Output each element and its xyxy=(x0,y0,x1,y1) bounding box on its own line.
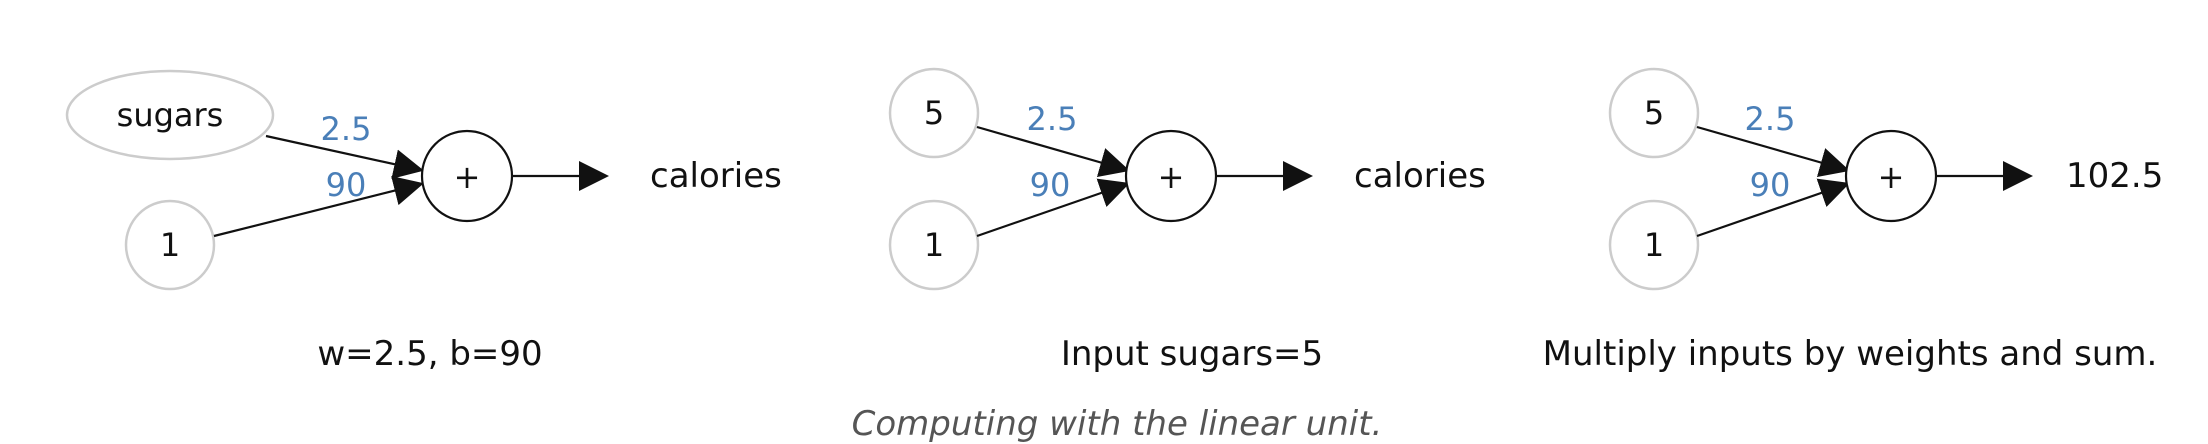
input-node-sugars-label: 5 xyxy=(924,94,944,132)
panel-1: sugars 1 2.5 90 + calories xyxy=(65,69,782,291)
panel-2: 5 1 2.5 90 + calories xyxy=(888,67,1486,291)
panel-1-caption: w=2.5, b=90 xyxy=(317,334,543,374)
weight-edge-top xyxy=(976,125,1130,177)
panel-3: 5 1 2.5 90 + 102.5 xyxy=(1608,67,2163,291)
bias-input-node-label: 1 xyxy=(160,226,180,264)
weight-label-bottom: 90 xyxy=(326,166,367,204)
bias-input-node xyxy=(1608,199,1700,291)
input-node-sugars-label: sugars xyxy=(117,96,224,134)
weight-label-top: 2.5 xyxy=(1027,100,1078,138)
input-node-sugars xyxy=(888,67,980,159)
output-label: calories xyxy=(650,156,782,196)
weight-edge-bottom xyxy=(213,176,424,238)
weight-edge-top xyxy=(265,134,424,179)
panel-3-caption: Multiply inputs by weights and sum. xyxy=(1542,334,2158,374)
figure-caption: Computing with the linear unit. xyxy=(851,404,1383,444)
bias-input-node-label: 1 xyxy=(924,226,944,264)
input-node-sugars xyxy=(65,69,275,161)
weight-label-top: 2.5 xyxy=(321,110,372,148)
bias-input-node xyxy=(124,199,216,291)
input-node-sugars-label: 5 xyxy=(1644,94,1664,132)
output-label: calories xyxy=(1354,156,1486,196)
sum-node-label: + xyxy=(454,158,481,196)
sum-node-label: + xyxy=(1158,158,1185,196)
weight-edge-top xyxy=(1696,125,1850,177)
bias-input-node-label: 1 xyxy=(1644,226,1664,264)
output-label: 102.5 xyxy=(2066,156,2163,196)
weight-edge-bottom xyxy=(976,178,1130,238)
panel-2-caption: Input sugars=5 xyxy=(1060,334,1324,374)
weight-edge-bottom xyxy=(1696,178,1850,238)
input-node-sugars xyxy=(1608,67,1700,159)
weight-label-top: 2.5 xyxy=(1745,100,1796,138)
weight-label-bottom: 90 xyxy=(1030,166,1071,204)
weight-label-bottom: 90 xyxy=(1750,166,1791,204)
bias-input-node xyxy=(888,199,980,291)
sum-node-label: + xyxy=(1878,158,1905,196)
